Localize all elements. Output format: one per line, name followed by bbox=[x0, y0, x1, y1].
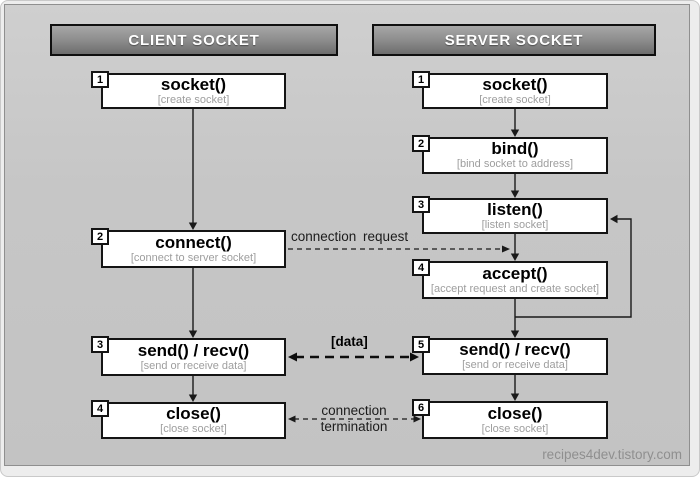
client-step-send-recv: 3 send() / recv() [send or receive data] bbox=[91, 336, 286, 376]
server-step-listen: 3 listen() [listen socket] bbox=[412, 196, 608, 234]
arrowhead-right-icon bbox=[410, 352, 419, 362]
arrowhead-down-icon bbox=[510, 253, 520, 261]
step-title: socket() bbox=[482, 74, 548, 94]
step-subtitle: [send or receive data] bbox=[462, 359, 568, 371]
step-subtitle: [close socket] bbox=[481, 422, 549, 435]
step-number-badge: 4 bbox=[412, 259, 430, 276]
step-title: close() bbox=[166, 404, 221, 423]
arrowhead-down-icon bbox=[510, 393, 520, 401]
arrowhead-down-icon bbox=[510, 190, 520, 198]
arrowhead-left-icon bbox=[610, 214, 618, 224]
client-step-socket: 1 socket() [create socket] bbox=[91, 71, 286, 109]
step-subtitle: [close socket] bbox=[160, 423, 227, 435]
arrowhead-down-icon bbox=[188, 394, 198, 402]
server-step-send-recv: 5 send() / recv() [send or receive data] bbox=[412, 336, 608, 375]
step-number-badge: 1 bbox=[91, 71, 109, 88]
step-subtitle: [create socket] bbox=[479, 93, 551, 106]
arrowhead-right-icon bbox=[502, 245, 510, 253]
step-title: send() / recv() bbox=[137, 340, 250, 360]
server-step-accept: 4 accept() [accept request and create so… bbox=[412, 259, 608, 299]
accept-to-listen-loop-arrow bbox=[515, 218, 632, 318]
connection-termination-line2: termination bbox=[320, 419, 388, 434]
step-subtitle: [bind socket to address] bbox=[456, 158, 574, 170]
connection-request-label: connection request bbox=[291, 229, 409, 244]
arrowhead-down-icon bbox=[188, 222, 198, 230]
step-number-badge: 3 bbox=[91, 336, 109, 353]
step-subtitle: [accept request and create socket] bbox=[430, 282, 600, 295]
step-number-badge: 1 bbox=[412, 71, 430, 88]
step-number-badge: 4 bbox=[91, 400, 109, 417]
solid-arrowheads bbox=[188, 129, 618, 402]
step-subtitle: [connect to server socket] bbox=[130, 251, 257, 264]
step-number-badge: 6 bbox=[412, 399, 430, 416]
dashed-flow-lines bbox=[288, 245, 510, 423]
step-title: accept() bbox=[482, 263, 548, 283]
connection-termination-label: connection termination bbox=[298, 403, 410, 435]
step-title: connect() bbox=[155, 232, 232, 252]
step-subtitle: [send or receive data] bbox=[140, 359, 247, 372]
server-step-close: 6 close() [close socket] bbox=[412, 399, 608, 439]
server-step-socket: 1 socket() [create socket] bbox=[412, 71, 608, 109]
arrowhead-left-icon bbox=[288, 352, 297, 362]
step-title: send() / recv() bbox=[459, 340, 571, 359]
arrowhead-left-icon bbox=[288, 415, 296, 423]
step-title: close() bbox=[487, 403, 543, 423]
arrowhead-right-icon bbox=[413, 415, 421, 423]
data-label: [data] bbox=[331, 334, 368, 349]
step-number-badge: 5 bbox=[412, 336, 430, 353]
server-step-bind: 2 bind() [bind socket to address] bbox=[412, 135, 608, 174]
step-number-badge: 3 bbox=[412, 196, 430, 213]
client-step-close: 4 close() [close socket] bbox=[91, 400, 286, 439]
server-socket-header: SERVER SOCKET bbox=[372, 24, 656, 56]
arrowhead-down-icon bbox=[510, 330, 520, 338]
arrowhead-down-icon bbox=[188, 330, 198, 338]
arrowhead-down-icon bbox=[510, 129, 520, 137]
step-title: bind() bbox=[491, 139, 539, 158]
client-socket-header: CLIENT SOCKET bbox=[50, 24, 338, 56]
step-number-badge: 2 bbox=[412, 135, 430, 152]
step-number-badge: 2 bbox=[91, 228, 109, 245]
step-subtitle: [listen socket] bbox=[481, 218, 549, 231]
step-subtitle: [create socket] bbox=[157, 93, 230, 106]
connection-termination-line1: connection bbox=[321, 403, 387, 418]
solid-flow-lines bbox=[192, 109, 632, 398]
step-title: socket() bbox=[160, 74, 227, 94]
watermark-text: recipes4dev.tistory.com bbox=[542, 447, 682, 462]
step-title: listen() bbox=[487, 199, 543, 219]
client-step-connect: 2 connect() [connect to server socket] bbox=[91, 228, 286, 268]
